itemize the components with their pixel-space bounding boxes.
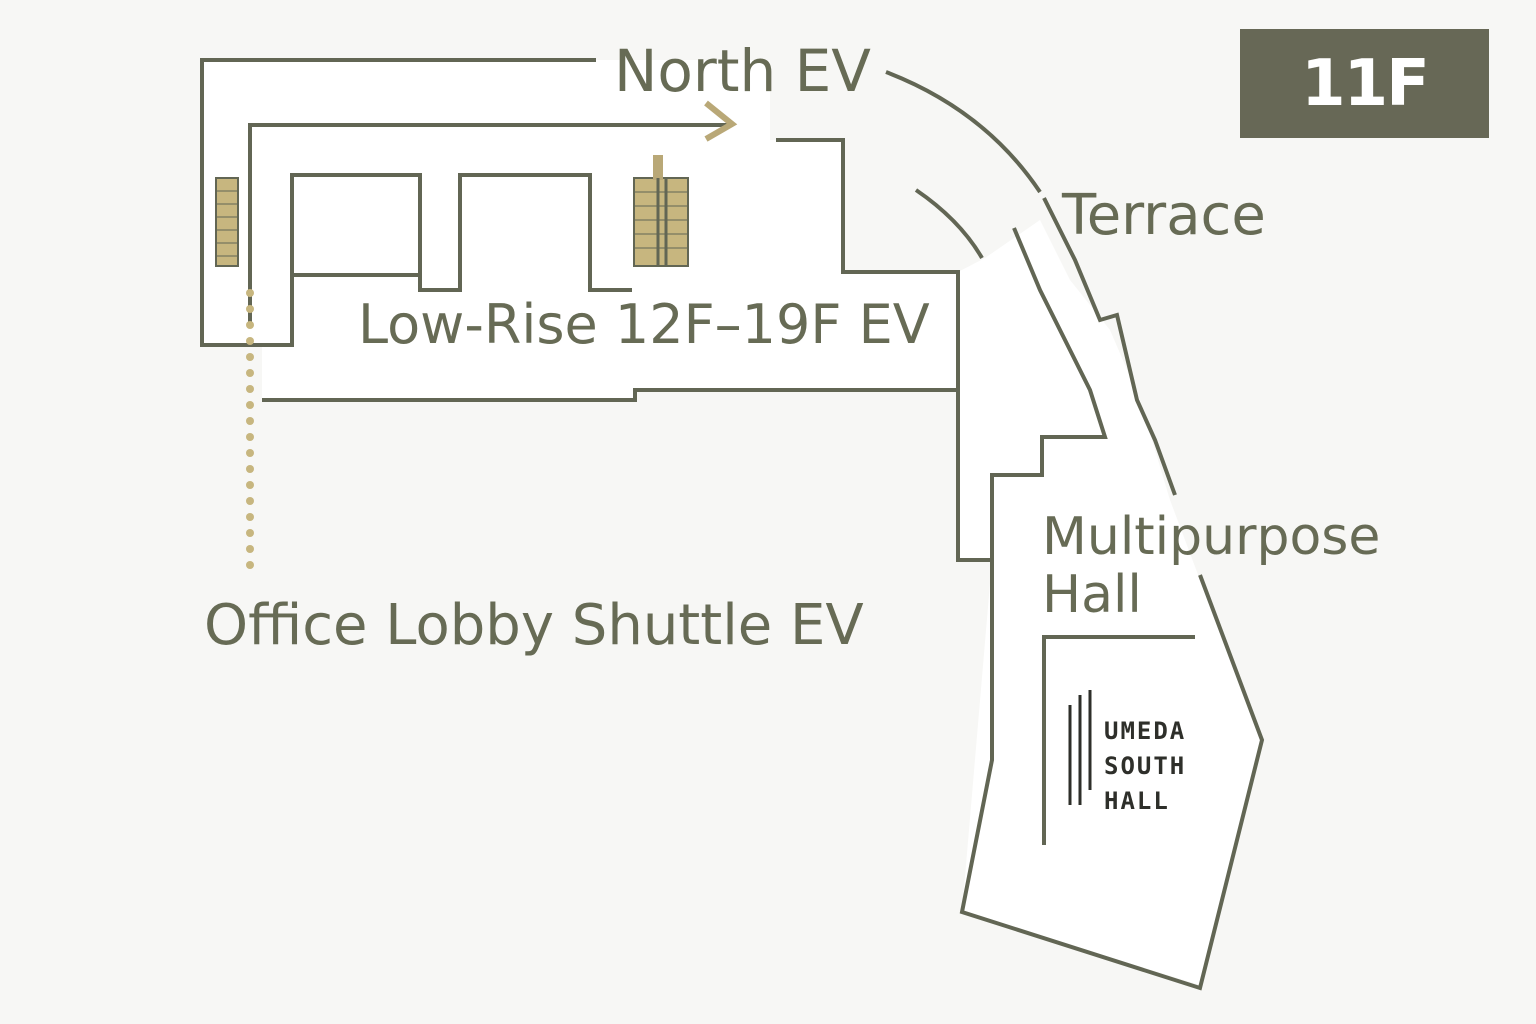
umeda-south-hall-logo: UMEDA SOUTH HALL [1104,714,1186,819]
multipurpose-hall-label: Multipurpose Hall [1042,508,1380,624]
hall-label-line: Hall [1042,565,1142,625]
logo-line: SOUTH [1104,752,1187,780]
low-rise-ev-label: Low-Rise 12F–19F EV [358,293,930,356]
elevator-icon [215,177,239,267]
logo-line: HALL [1104,787,1170,815]
terrace-label: Terrace [1062,183,1266,248]
floor-badge-label: 11F [1301,46,1430,121]
route-dots [246,289,254,569]
direction-arrow-icon [704,100,738,142]
north-ev-label: North EV [614,37,871,105]
building-walls [200,58,1265,991]
floor-area [202,60,1262,985]
elevator-icon [633,155,689,267]
logo-mark [1068,690,1092,805]
floor-badge: 11F [1240,29,1489,138]
shuttle-ev-label: Office Lobby Shuttle EV [204,593,864,658]
hall-label-line: Multipurpose [1042,507,1381,567]
logo-line: UMEDA [1104,717,1187,745]
